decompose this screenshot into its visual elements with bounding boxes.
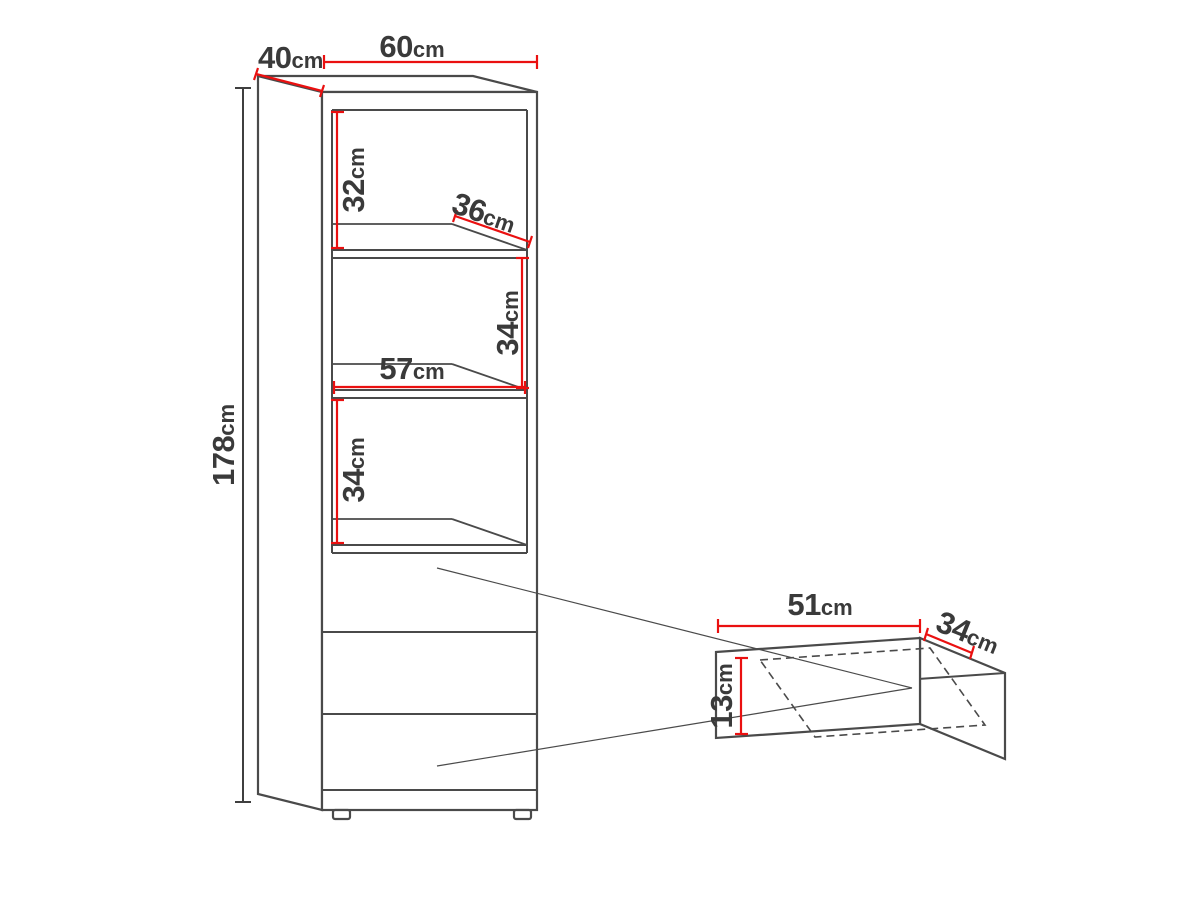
dim-drawer-height: 13cm: [704, 656, 748, 736]
drawer-leader-line-top: [436, 567, 913, 689]
dim-cabinet-depth: 40cm: [252, 40, 326, 98]
cabinet-height-value: 178: [206, 436, 241, 486]
drawer-width-label: 51cm: [787, 587, 852, 622]
lower-compartment-unit: cm: [344, 437, 369, 469]
drawer-hidden-interior: [758, 647, 987, 738]
middle-compartment-label: 34cm: [490, 290, 525, 355]
drawer-width-value: 51: [787, 587, 821, 622]
shelf-depth-edge: [451, 363, 528, 391]
shelf-depth-edge: [451, 223, 528, 251]
cabinet-depth-label: 40cm: [258, 40, 323, 75]
drawer-height-value: 13: [704, 695, 739, 729]
dim-lower-compartment: 34cm: [331, 398, 371, 545]
dim-tick: [526, 235, 534, 249]
shelf-depth-edge: [451, 518, 528, 546]
cabinet-left-side-face: [256, 74, 324, 812]
dim-cabinet-height: 178cm: [206, 87, 251, 803]
interior-width-value: 57: [379, 351, 412, 386]
cabinet-width-value: 60: [379, 29, 412, 64]
dim-tick: [451, 209, 459, 223]
dim-drawer-width: 51cm: [716, 587, 922, 633]
cabinet-foot-left: [331, 808, 352, 821]
drawer-height-unit: cm: [712, 663, 737, 695]
drawer-detail: [714, 636, 1007, 761]
cabinet-width-label: 60cm: [379, 29, 444, 64]
dim-tick: [968, 645, 976, 660]
dim-line: [454, 214, 531, 244]
top-compartment-label: 32cm: [336, 147, 371, 212]
drawer-width-unit: cm: [821, 595, 853, 620]
cabinet-height-label: 178cm: [206, 404, 241, 486]
cabinet-depth-unit: cm: [291, 48, 323, 73]
cabinet-width-unit: cm: [413, 37, 445, 62]
dim-tick: [922, 627, 930, 642]
middle-compartment-unit: cm: [498, 290, 523, 322]
drawer-height-label: 13cm: [704, 663, 739, 728]
dim-interior-width: 57cm: [332, 351, 527, 394]
middle-compartment-value: 34: [490, 321, 525, 356]
top-compartment-value: 32: [336, 179, 371, 212]
lower-compartment-value: 34: [336, 468, 371, 503]
drawer-front-face: [714, 636, 922, 740]
drawer-leader-line-bottom: [436, 687, 913, 767]
top-compartment-unit: cm: [344, 147, 369, 179]
cabinet: [256, 74, 539, 821]
dim-line: [925, 632, 973, 655]
dim-top-compartment: 32cm: [331, 110, 371, 250]
interior-width-unit: cm: [413, 359, 445, 384]
interior-width-label: 57cm: [379, 351, 444, 386]
shelf-2: [332, 363, 528, 399]
dim-tick: [252, 67, 260, 81]
dim-line: [255, 72, 323, 93]
dim-cabinet-width: 60cm: [322, 29, 539, 69]
shelf-1: [332, 223, 528, 259]
cabinet-height-unit: cm: [214, 404, 239, 436]
lower-compartment-label: 34cm: [336, 437, 371, 502]
shelf-3: [332, 518, 528, 554]
cabinet-front-face: [320, 90, 539, 812]
dim-tick: [318, 84, 326, 98]
cabinet-foot-right: [512, 808, 533, 821]
cabinet-depth-value: 40: [258, 40, 291, 75]
